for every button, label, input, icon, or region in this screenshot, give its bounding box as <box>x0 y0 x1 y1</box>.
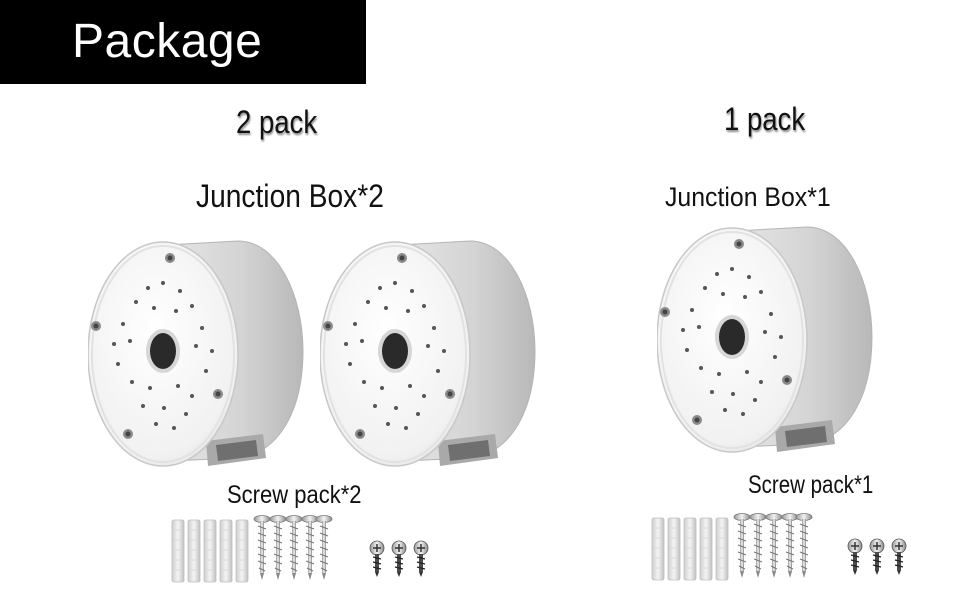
right-screw-pack-label: Screw pack*1 <box>748 471 874 499</box>
left-pack-label: 2 pack <box>236 104 318 140</box>
left-junction-box-label: Junction Box*2 <box>196 178 384 214</box>
screw-pack-image-left <box>171 514 429 583</box>
junction-box-image-1 <box>88 240 304 467</box>
junction-box-image-2 <box>320 240 536 467</box>
right-pack-label: 1 pack <box>724 101 806 137</box>
right-junction-box-label: Junction Box*1 <box>665 182 831 212</box>
screw-pack-image-right <box>651 512 907 581</box>
left-screw-pack-label: Screw pack*2 <box>227 481 362 509</box>
package-banner: Package <box>0 0 366 84</box>
junction-box-image-3 <box>657 226 873 453</box>
banner-title: Package <box>72 15 263 68</box>
